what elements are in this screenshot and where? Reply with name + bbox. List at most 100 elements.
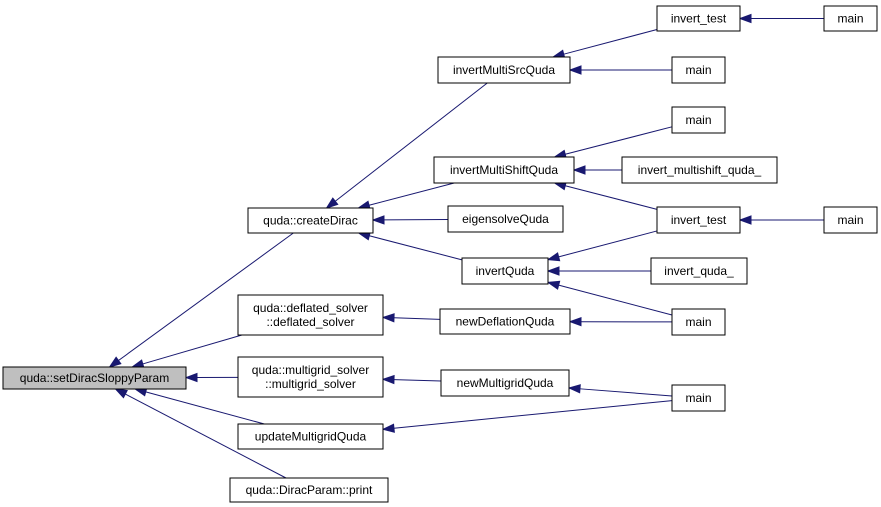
edge-eigensolvequda-to-createdirac	[371, 215, 449, 225]
graph-edges	[108, 13, 824, 479]
node-invert-multishift-quda[interactable]: invert_multishift_quda_	[621, 156, 778, 184]
node-label: quda::createDirac	[263, 214, 358, 228]
node-newdeflationquda[interactable]: newDeflationQuda	[439, 308, 571, 335]
node-label: invertQuda	[476, 264, 535, 278]
edge-line	[563, 29, 658, 55]
node-box[interactable]	[437, 56, 571, 84]
node-deflated-solver[interactable]: quda::deflated_solver::deflated_solver	[237, 294, 384, 336]
node-label: main	[685, 315, 711, 329]
arrowhead-icon	[184, 372, 198, 383]
edge-line	[125, 393, 287, 479]
node-invert-quda[interactable]: invert_quda_	[650, 257, 748, 285]
node-eigensolvequda[interactable]: eigensolveQuda	[447, 205, 564, 233]
node-invert-test-1[interactable]: invert_test	[656, 5, 741, 32]
node-box[interactable]	[656, 5, 741, 32]
edge-invertquda-to-createdirac	[357, 231, 463, 261]
node-box[interactable]	[461, 257, 549, 285]
arrowhead-icon	[738, 13, 752, 24]
edge-line	[558, 284, 673, 316]
arrowhead-icon	[572, 165, 586, 175]
node-box[interactable]	[656, 206, 741, 234]
node-label: quda::multigrid_solver	[252, 363, 369, 377]
node-label: newMultigridQuda	[457, 376, 554, 390]
node-label: main	[837, 12, 863, 26]
node-label: quda::deflated_solver	[253, 301, 368, 315]
arrowhead-icon	[568, 65, 582, 75]
edge-main-defl-to-newdeflationquda	[568, 316, 673, 327]
node-main-right[interactable]: main	[823, 206, 878, 234]
node-box[interactable]	[237, 423, 384, 450]
edge-line	[118, 232, 294, 361]
arrowhead-icon	[546, 280, 561, 290]
edge-line	[579, 388, 673, 397]
edge-invert-multishift-quda-to-invertmultishiftquda	[572, 165, 622, 175]
edge-newdeflationquda-to-deflated-solver	[381, 313, 441, 323]
node-box[interactable]	[671, 106, 726, 134]
node-box[interactable]	[650, 257, 748, 285]
node-label: newDeflationQuda	[456, 315, 555, 329]
node-main-ms-src[interactable]: main	[671, 56, 726, 84]
edge-line	[393, 317, 441, 320]
node-box[interactable]	[229, 477, 389, 503]
node-label: updateMultigridQuda	[255, 430, 367, 444]
graph-nodes: quda::setDiracSloppyParam quda::createDir…	[2, 5, 878, 503]
node-invertmultisrcquda[interactable]: invertMultiSrcQuda	[437, 56, 571, 84]
node-newmultigridquda[interactable]: newMultigridQuda	[440, 369, 570, 397]
edge-line	[368, 182, 455, 206]
node-label: main	[685, 391, 711, 405]
node-main-top[interactable]: main	[823, 5, 878, 32]
edge-invertmultisrcquda-to-createdirac	[325, 82, 488, 209]
arrowhead-icon	[371, 215, 385, 225]
node-main-defl[interactable]: main	[671, 308, 726, 336]
node-box[interactable]	[823, 5, 878, 32]
node-main-mg[interactable]: main	[671, 384, 726, 412]
node-box[interactable]	[440, 369, 570, 397]
node-box[interactable]	[237, 356, 384, 398]
node-box[interactable]	[671, 384, 726, 412]
edge-main-ms-src-to-invertmultisrcquda	[568, 65, 672, 75]
node-box[interactable]	[433, 156, 575, 184]
node-label: ::deflated_solver	[266, 315, 354, 329]
node-invert-test-2[interactable]: invert_test	[656, 206, 741, 234]
node-box[interactable]	[247, 207, 374, 234]
node-label: main	[837, 213, 863, 227]
node-diracparam-print[interactable]: quda::DiracParam::print	[229, 477, 389, 503]
node-box[interactable]	[671, 308, 726, 336]
node-box[interactable]	[2, 366, 187, 390]
node-updatemultigridquda[interactable]: updateMultigridQuda	[237, 423, 384, 450]
edge-invert-test-1-to-invertmultisrcquda	[551, 29, 658, 59]
node-invertquda[interactable]: invertQuda	[461, 257, 549, 285]
edge-line	[393, 379, 442, 382]
edge-invert-test-2-to-invertquda	[546, 230, 658, 262]
node-main-shift[interactable]: main	[671, 106, 726, 134]
edge-invert-test-2-to-invertmultishiftquda	[553, 181, 658, 210]
edge-line	[369, 235, 463, 261]
node-label: eigensolveQuda	[462, 212, 549, 226]
edge-line	[145, 391, 265, 425]
node-box[interactable]	[671, 56, 726, 84]
arrowhead-icon	[325, 197, 339, 209]
edge-line	[558, 230, 658, 258]
edge-invert-quda-to-invertquda	[546, 266, 651, 276]
node-label: invertMultiShiftQuda	[450, 163, 558, 177]
node-createdirac[interactable]: quda::createDirac	[247, 207, 374, 234]
node-box[interactable]	[447, 205, 564, 233]
node-label: main	[685, 63, 711, 77]
node-label: invertMultiSrcQuda	[453, 63, 555, 77]
node-box[interactable]	[237, 294, 384, 336]
edge-newmultigridquda-to-multigrid-solver	[381, 374, 442, 385]
arrowhead-icon	[381, 313, 395, 323]
node-box[interactable]	[439, 308, 571, 335]
edge-line	[334, 82, 488, 202]
arrowhead-icon	[546, 266, 560, 276]
edge-multigrid-solver-to-setdiracsloppyparam	[184, 372, 239, 383]
node-box[interactable]	[621, 156, 778, 184]
node-setdiracsloppyparam[interactable]: quda::setDiracSloppyParam	[2, 366, 187, 390]
node-invertmultishiftquda[interactable]: invertMultiShiftQuda	[433, 156, 575, 184]
node-label: quda::DiracParam::print	[246, 483, 373, 497]
node-box[interactable]	[823, 206, 878, 234]
edge-createdirac-to-setdiracsloppyparam	[108, 232, 294, 368]
node-multigrid-solver[interactable]: quda::multigrid_solver::multigrid_solver	[237, 356, 384, 398]
edge-deflated-solver-to-setdiracsloppyparam	[130, 334, 243, 369]
